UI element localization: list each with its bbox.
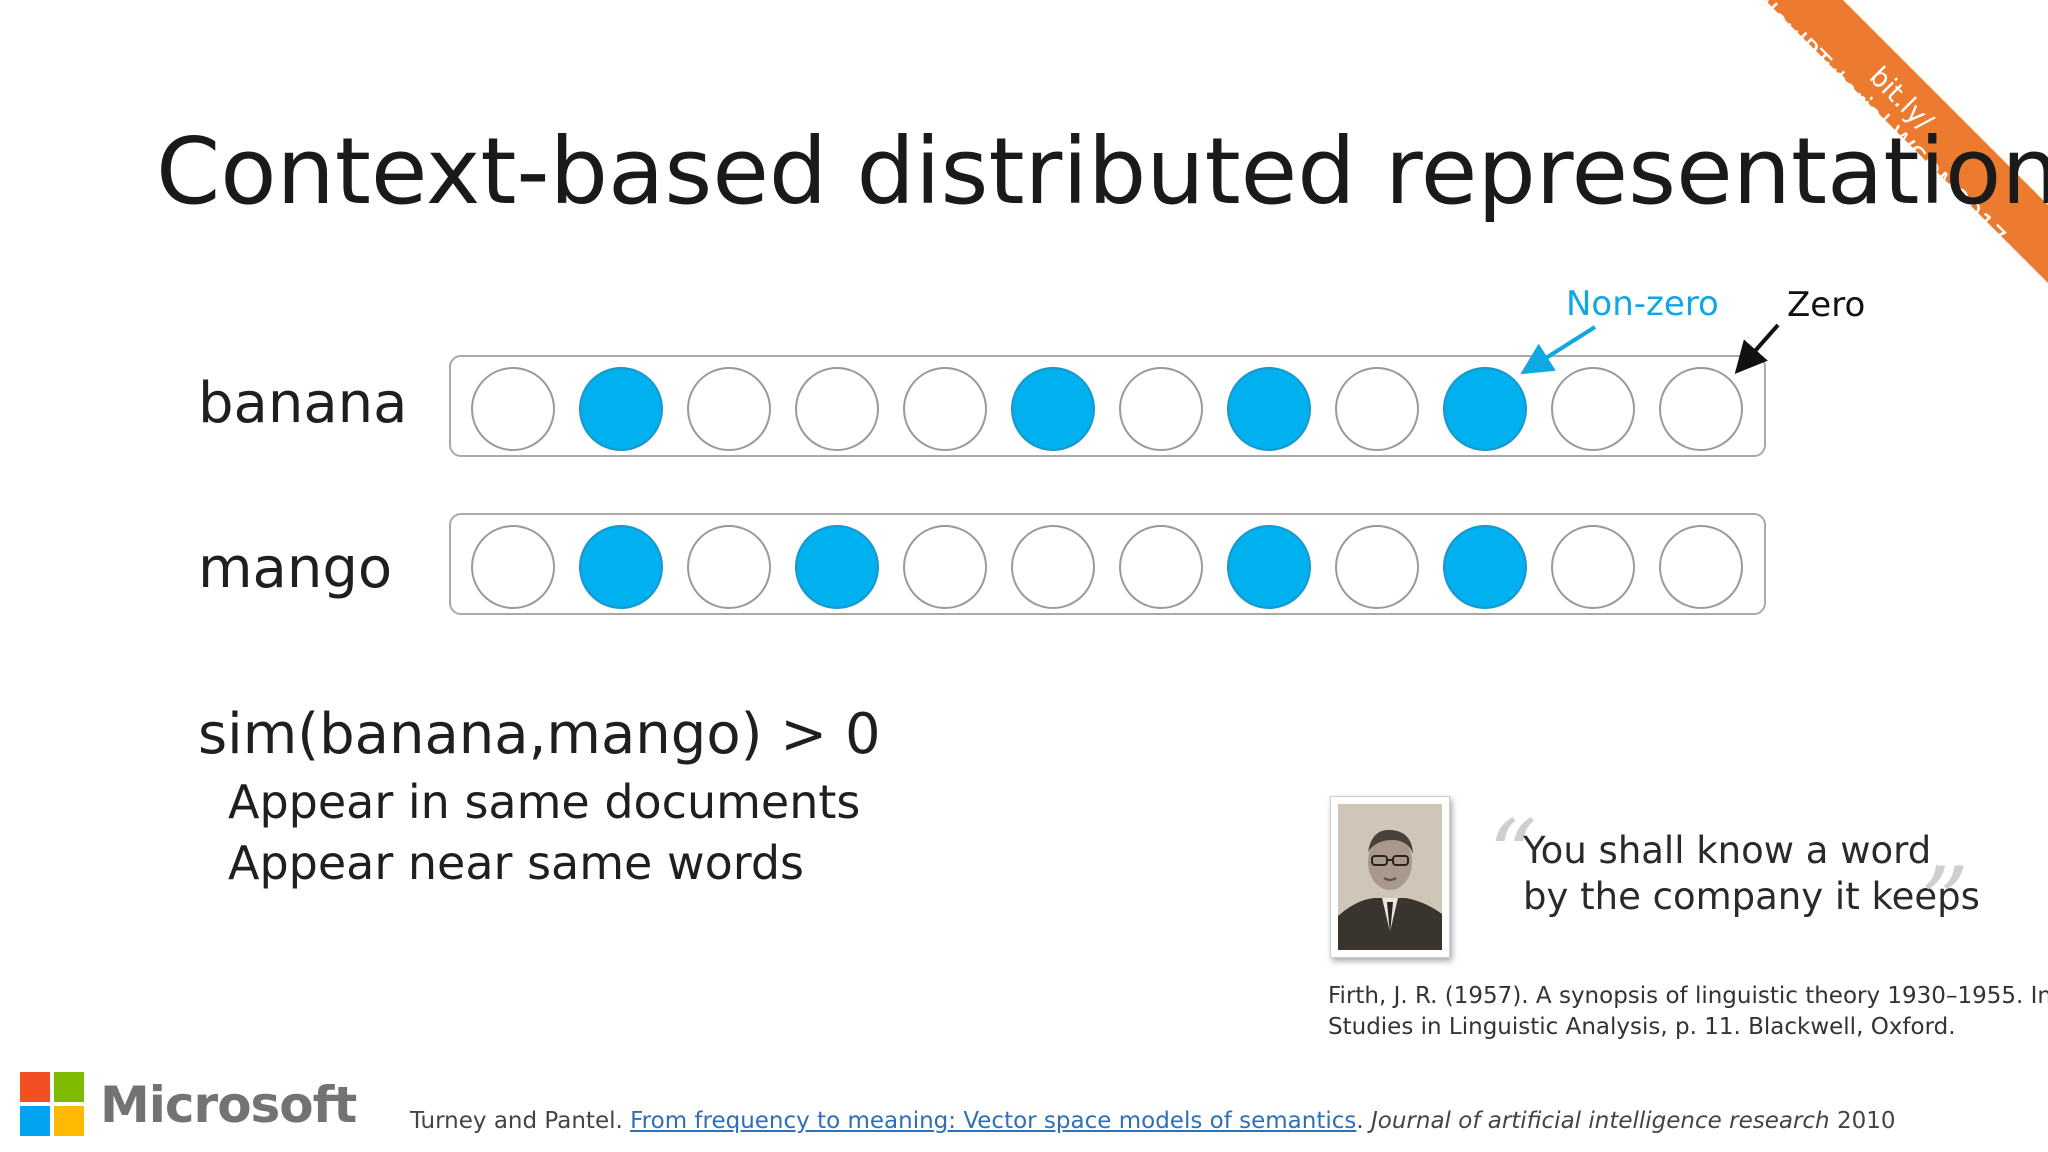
zero-cell-mango-7 bbox=[1119, 525, 1203, 609]
banana-label: banana bbox=[198, 371, 408, 436]
logo-square-red bbox=[20, 1072, 50, 1102]
nonzero-cell-banana-2 bbox=[579, 367, 663, 451]
quote-close-mark: ” bbox=[1920, 847, 1970, 959]
mango-vector bbox=[449, 513, 1766, 615]
footer-reference: Turney and Pantel. From frequency to mea… bbox=[410, 1106, 1896, 1136]
zero-cell-banana-4 bbox=[795, 367, 879, 451]
zero-cell-mango-11 bbox=[1551, 525, 1635, 609]
portrait-image bbox=[1338, 804, 1442, 950]
logo-square-blue bbox=[20, 1106, 50, 1136]
similarity-heading: sim(banana,mango) > 0 bbox=[198, 702, 881, 767]
firth-portrait bbox=[1330, 796, 1450, 958]
nonzero-cell-mango-4 bbox=[795, 525, 879, 609]
footer-separator: . bbox=[1356, 1108, 1371, 1134]
reason-same-documents: Appear in same documents bbox=[228, 775, 861, 829]
zero-cell-banana-12 bbox=[1659, 367, 1743, 451]
ribbon-band bbox=[1765, 0, 2048, 283]
microsoft-logo-icon bbox=[20, 1072, 84, 1136]
nonzero-cell-banana-6 bbox=[1011, 367, 1095, 451]
zero-cell-banana-5 bbox=[903, 367, 987, 451]
logo-square-green bbox=[54, 1072, 84, 1102]
nonzero-cell-banana-10 bbox=[1443, 367, 1527, 451]
zero-cell-mango-12 bbox=[1659, 525, 1743, 609]
logo-square-yellow bbox=[54, 1106, 84, 1136]
zero-label: Zero bbox=[1787, 285, 1866, 325]
footer-journal: Journal of artificial intelligence resea… bbox=[1370, 1108, 1830, 1134]
footer-paper-link[interactable]: From frequency to meaning: Vector space … bbox=[630, 1108, 1357, 1134]
nonzero-label: Non-zero bbox=[1566, 284, 1719, 324]
zero-cell-banana-11 bbox=[1551, 367, 1635, 451]
microsoft-wordmark: Microsoft bbox=[100, 1076, 357, 1134]
nonzero-cell-mango-10 bbox=[1443, 525, 1527, 609]
zero-cell-mango-3 bbox=[687, 525, 771, 609]
nonzero-cell-banana-8 bbox=[1227, 367, 1311, 451]
quote-line-2: by the company it keeps bbox=[1523, 875, 1980, 918]
banana-vector bbox=[449, 355, 1766, 457]
slide-title: Context-based distributed representation bbox=[156, 118, 2048, 225]
zero-cell-mango-1 bbox=[471, 525, 555, 609]
url-ribbon: bit.ly/ NeuIRTutorial-WSDM2017 bbox=[1730, 0, 2048, 300]
nonzero-cell-mango-8 bbox=[1227, 525, 1311, 609]
nonzero-cell-mango-2 bbox=[579, 525, 663, 609]
zero-cell-banana-1 bbox=[471, 367, 555, 451]
zero-cell-banana-9 bbox=[1335, 367, 1419, 451]
quote-line-1: You shall know a word bbox=[1523, 829, 1932, 872]
reason-same-words: Appear near same words bbox=[228, 836, 804, 890]
zero-cell-mango-9 bbox=[1335, 525, 1419, 609]
mango-label: mango bbox=[198, 536, 393, 601]
footer-year: 2010 bbox=[1829, 1108, 1896, 1134]
zero-cell-mango-6 bbox=[1011, 525, 1095, 609]
zero-cell-banana-7 bbox=[1119, 367, 1203, 451]
firth-citation-line-1: Firth, J. R. (1957). A synopsis of lingu… bbox=[1328, 983, 2048, 1009]
zero-cell-banana-3 bbox=[687, 367, 771, 451]
footer-authors: Turney and Pantel. bbox=[410, 1108, 631, 1134]
zero-cell-mango-5 bbox=[903, 525, 987, 609]
firth-citation-line-2: Studies in Linguistic Analysis, p. 11. B… bbox=[1328, 1014, 1956, 1040]
quote-open-mark: “ bbox=[1488, 800, 1538, 912]
